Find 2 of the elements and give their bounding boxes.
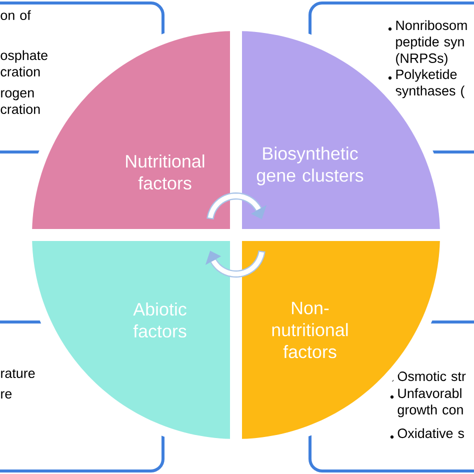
cycle-arrow <box>205 250 266 278</box>
cycle-arrow <box>206 192 267 220</box>
